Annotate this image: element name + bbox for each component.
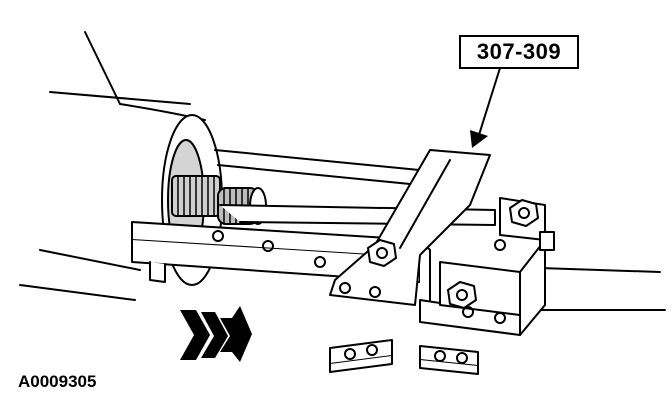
direction-arrow: [180, 306, 252, 362]
lower-plate: [329, 339, 393, 373]
tool-number-callout: 307-309: [459, 35, 579, 69]
bracket-adapter: [329, 149, 491, 306]
hex-nut: [509, 199, 539, 227]
splined-shaft: [171, 175, 221, 217]
lower-plate: [419, 345, 479, 375]
hex-nut: [367, 239, 397, 267]
figure-id-label: A0009305: [18, 372, 97, 391]
callout-leader: [470, 67, 501, 148]
column-housing: [19, 31, 206, 301]
hex-nut: [447, 281, 477, 309]
tool-number-label: 307-309: [476, 39, 562, 64]
